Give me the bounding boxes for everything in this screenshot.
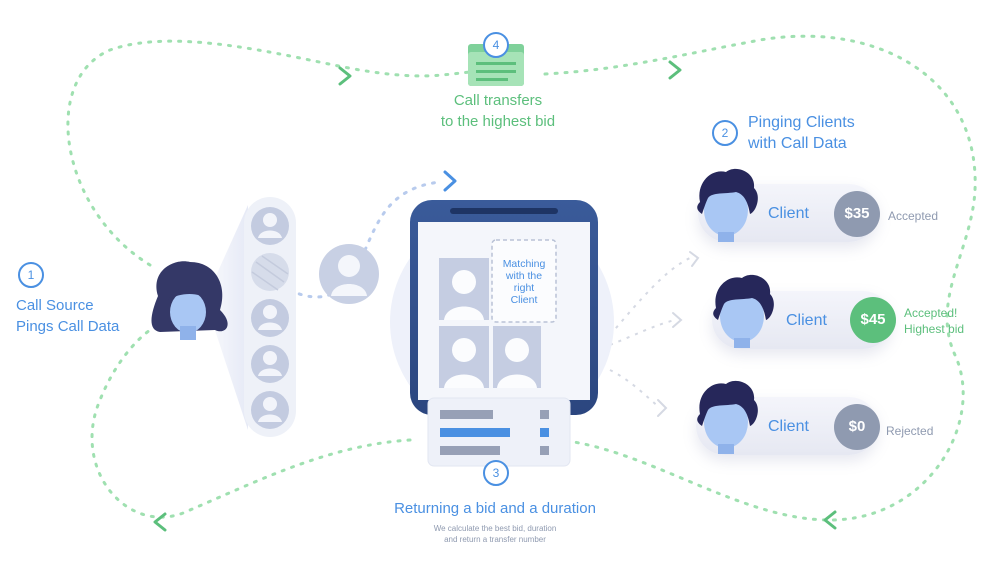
step-4-number: 4 <box>492 38 500 52</box>
client-1-bid: $35 <box>834 191 880 237</box>
flow-loop-path <box>66 34 977 522</box>
client-3-bid: $0 <box>834 404 880 450</box>
user-silhouette-icon <box>251 391 289 429</box>
chevron-right-icon <box>338 66 352 86</box>
client-2-label: Client <box>786 312 827 329</box>
matching-line4: Client <box>510 294 538 306</box>
step-4-line2: to the highest bid <box>440 113 556 130</box>
step-3-badge: 3 <box>483 460 509 486</box>
step-1-line1: Call Source <box>16 297 94 314</box>
client-1-status: Accepted <box>888 208 938 224</box>
step-2-line1: Pinging Clients <box>748 114 855 131</box>
document-icon <box>468 44 524 86</box>
step-2-number: 2 <box>721 126 729 140</box>
client-1-status-line1: Accepted <box>888 209 939 223</box>
client-3-status: Rejected <box>886 423 933 439</box>
client-2-status-line1: Accepted! <box>904 306 958 320</box>
step-3-sub2: and return a transfer number <box>444 535 546 544</box>
step-4-title: Call transfers to the highest bid <box>393 90 603 132</box>
client-1-label: Client <box>768 205 809 222</box>
matching-label: Matching with the right Client <box>492 258 556 306</box>
client-3-status-line1: Rejected <box>886 424 934 438</box>
client-2-bid: $45 <box>850 297 896 343</box>
client-2-status-line2: Highest bid <box>904 322 965 336</box>
step-1-number: 1 <box>27 268 35 282</box>
step-2-badge: 2 <box>712 120 738 146</box>
matching-line1: Matching <box>502 258 546 270</box>
user-silhouette-icon <box>251 253 289 291</box>
chevron-left-icon <box>153 512 167 532</box>
user-silhouette-icon <box>319 244 379 304</box>
step-4-badge: 4 <box>483 32 509 58</box>
step-3-subtitle: We calculate the best bid, duration and … <box>345 523 645 545</box>
chevron-right-icon <box>443 170 457 192</box>
client-2-status: Accepted! Highest bid <box>904 305 964 337</box>
matching-line3: right <box>513 282 535 294</box>
client-3-label: Client <box>768 418 809 435</box>
step-1-badge: 1 <box>18 262 44 288</box>
chevron-left-icon <box>823 510 837 530</box>
step-2-title: Pinging Clients with Call Data <box>748 112 855 154</box>
step-2-line2: with Call Data <box>748 135 847 152</box>
chevron-right-icon <box>668 60 682 80</box>
step-3-sub1: We calculate the best bid, duration <box>433 524 557 533</box>
step-1-title: Call Source Pings Call Data <box>16 295 119 337</box>
matching-line2: with the <box>505 270 543 282</box>
user-silhouette-icon <box>251 207 289 245</box>
step-3-number: 3 <box>492 466 500 480</box>
user-silhouette-icon <box>444 270 537 388</box>
step-1-line2: Pings Call Data <box>16 318 120 335</box>
step-3-title: Returning a bid and a duration <box>394 500 596 517</box>
user-silhouette-icon <box>251 345 289 383</box>
step-4-line1: Call transfers <box>453 92 543 109</box>
user-silhouette-icon <box>251 299 289 337</box>
woman-avatar-icon <box>151 261 228 340</box>
